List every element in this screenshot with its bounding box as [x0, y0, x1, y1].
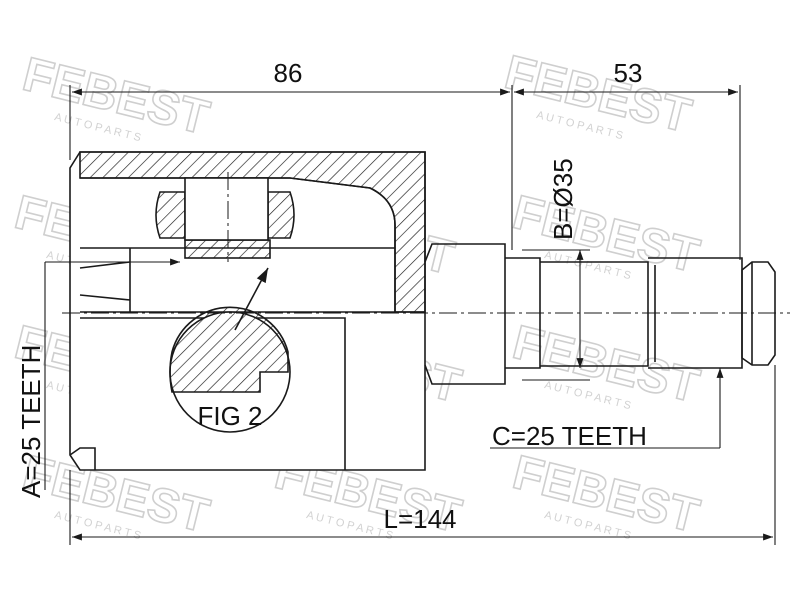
dim-a-teeth-label: A=25 TEETH [16, 345, 46, 498]
dim-86-label: 86 [274, 58, 303, 88]
dim-144-label: L=144 [383, 504, 456, 534]
dim-diameter-label: B=Ø35 [548, 158, 578, 240]
fig2-leader [234, 267, 269, 331]
housing-groove [69, 447, 96, 470]
centerlines [62, 172, 790, 314]
inner-cone [79, 261, 131, 301]
dim-c-teeth-label: C=25 TEETH [492, 421, 647, 451]
shaft-collar [540, 261, 649, 367]
shaft-neck [424, 243, 506, 385]
housing-inner-cavity [80, 177, 396, 312]
shaft-tip [741, 261, 776, 366]
roller-left [155, 191, 186, 239]
dim-53-label: 53 [614, 58, 643, 88]
dimension-lines [44, 85, 776, 545]
part-outline [69, 151, 776, 471]
dimension-labels: 86 53 L=144 B=Ø35 A=25 TEETH C=25 TEETH … [16, 58, 647, 534]
fig2-hatched-section [169, 306, 289, 393]
fig2-label: FIG 2 [197, 401, 262, 431]
roller-center [184, 177, 269, 241]
roller-right [267, 191, 295, 239]
